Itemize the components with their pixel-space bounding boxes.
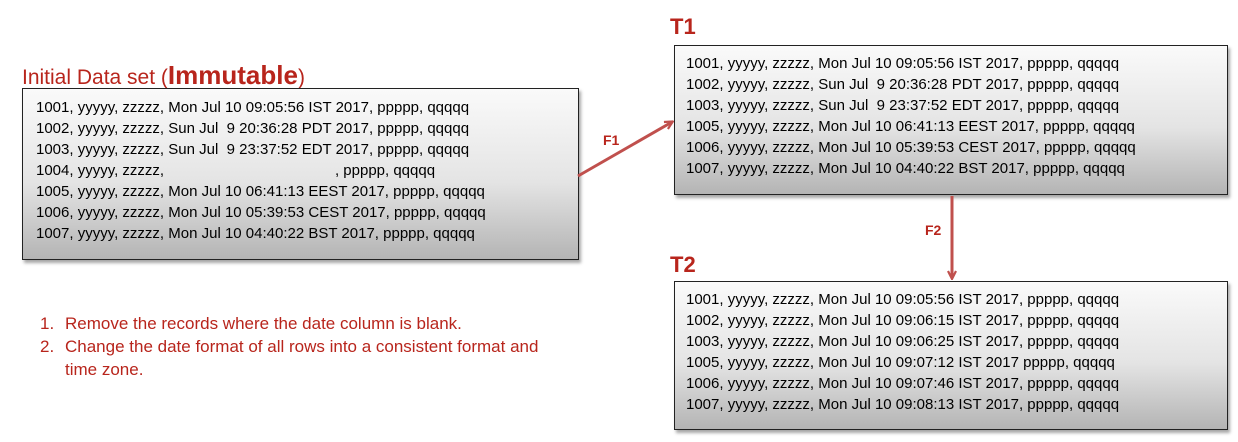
- f1-label: F1: [603, 132, 620, 148]
- t1-row: 1007, yyyyy, zzzzz, Mon Jul 10 04:40:22 …: [686, 160, 1125, 177]
- t2-row: 1007, yyyyy, zzzzz, Mon Jul 10 09:08:13 …: [686, 396, 1120, 413]
- t1-label: T1: [670, 14, 696, 39]
- step-item: 2. Change the date format of all rows int…: [40, 335, 560, 381]
- step-number: 1.: [40, 314, 55, 333]
- step-text: Remove the records where the date column…: [65, 314, 462, 333]
- t2-row: 1001, yyyyy, zzzzz, Mon Jul 10 09:05:56 …: [686, 291, 1120, 308]
- f2-label: F2: [925, 222, 942, 238]
- initial-title-strong: Immutable: [167, 60, 298, 90]
- t2-row: 1002, yyyyy, zzzzz, Mon Jul 10 09:06:15 …: [686, 312, 1120, 329]
- initial-row: 1001, yyyyy, zzzzz, Mon Jul 10 09:05:56 …: [36, 99, 470, 116]
- t2-row: 1003, yyyyy, zzzzz, Mon Jul 10 09:06:25 …: [686, 333, 1120, 350]
- initial-title-prefix: Initial Data set (: [22, 66, 168, 89]
- initial-row: 1007, yyyyy, zzzzz, Mon Jul 10 04:40:22 …: [36, 225, 475, 242]
- t1-row: 1003, yyyyy, zzzzz, Sun Jul 9 23:37:52 E…: [686, 97, 1120, 114]
- step-item: 1. Remove the records where the date colu…: [40, 312, 560, 335]
- initial-row: 1003, yyyyy, zzzzz, Sun Jul 9 23:37:52 E…: [36, 141, 470, 158]
- initial-row: 1004, yyyyy, zzzzz, , ppppp, qqqqq: [36, 162, 436, 179]
- initial-row: 1002, yyyyy, zzzzz, Sun Jul 9 20:36:28 P…: [36, 120, 470, 137]
- initial-dataset-title: Initial Data set (Immutable): [22, 60, 305, 91]
- initial-title-suffix: ): [297, 66, 305, 89]
- steps-list: 1. Remove the records where the date colu…: [40, 312, 560, 381]
- initial-row: 1005, yyyyy, zzzzz, Mon Jul 10 06:41:13 …: [36, 183, 485, 200]
- t1-row: 1006, yyyyy, zzzzz, Mon Jul 10 05:39:53 …: [686, 139, 1136, 156]
- step-text: Change the date format of all rows into …: [65, 337, 539, 379]
- t2-row: 1006, yyyyy, zzzzz, Mon Jul 10 09:07:46 …: [686, 375, 1120, 392]
- initial-row: 1006, yyyyy, zzzzz, Mon Jul 10 05:39:53 …: [36, 204, 486, 221]
- t1-row: 1005, yyyyy, zzzzz, Mon Jul 10 06:41:13 …: [686, 118, 1135, 135]
- t2-label: T2: [670, 252, 696, 277]
- t1-row: 1002, yyyyy, zzzzz, Sun Jul 9 20:36:28 P…: [686, 76, 1120, 93]
- initial-dataset-box: 1001, yyyyy, zzzzz, Mon Jul 10 09:05:56 …: [22, 88, 579, 260]
- t1-row: 1001, yyyyy, zzzzz, Mon Jul 10 09:05:56 …: [686, 55, 1120, 72]
- t2-dataset-box: 1001, yyyyy, zzzzz, Mon Jul 10 09:05:56 …: [674, 281, 1228, 430]
- f1-arrow: [577, 122, 672, 178]
- t1-dataset-box: 1001, yyyyy, zzzzz, Mon Jul 10 09:05:56 …: [674, 45, 1228, 195]
- t2-row: 1005, yyyyy, zzzzz, Mon Jul 10 09:07:12 …: [686, 354, 1115, 371]
- step-number: 2.: [40, 337, 55, 356]
